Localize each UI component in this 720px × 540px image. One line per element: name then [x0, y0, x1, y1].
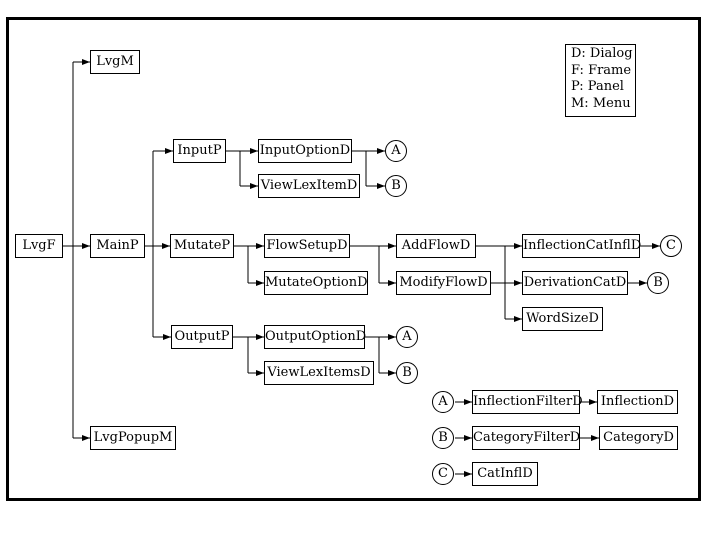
- node-mutateoptiond: MutateOptionD: [264, 271, 368, 295]
- legend-panel: P: Panel: [571, 79, 624, 94]
- connector-b: B: [647, 272, 669, 294]
- node-outputoptiond: OutputOptionD: [264, 325, 366, 349]
- legend-menu: M: Menu: [571, 95, 631, 111]
- node-flowsetupd: FlowSetupD: [264, 234, 350, 258]
- diagram-frame: [6, 17, 701, 501]
- node-inputp: InputP: [173, 139, 226, 163]
- node-modifyflowd: ModifyFlowD: [396, 271, 491, 295]
- connector-a-key: A: [432, 391, 454, 413]
- node-inflectiond: InflectionD: [597, 390, 678, 414]
- node-mutatep: MutateP: [170, 234, 234, 258]
- node-derivationcatd: DerivationCatD: [522, 271, 628, 295]
- connector-a: A: [396, 326, 418, 348]
- node-lvgm: LvgM: [90, 50, 140, 74]
- node-mainp: MainP: [90, 234, 145, 258]
- node-wordsized: WordSizeD: [522, 307, 603, 331]
- legend: D: Dialog F: Frame P: Panel M: Menu: [565, 44, 636, 117]
- node-lvgf: LvgF: [15, 234, 63, 258]
- node-lvgpopupm: LvgPopupM: [90, 426, 176, 450]
- node-inputoptiond: InputOptionD: [258, 139, 352, 163]
- connector-b: B: [396, 362, 418, 384]
- node-viewlexitemd: ViewLexItemD: [258, 174, 360, 198]
- node-inflectioncatinfld: InflectionCatInflD: [522, 234, 641, 258]
- node-categoryfilterd: CategoryFilterD: [472, 426, 580, 450]
- node-outputp: OutputP: [171, 325, 233, 349]
- node-categoryd: CategoryD: [599, 426, 678, 450]
- node-viewlexitemsd: ViewLexItemsD: [264, 361, 374, 385]
- connector-a: A: [385, 140, 407, 162]
- connector-b: B: [385, 175, 407, 197]
- legend-dialog: D: Dialog: [571, 46, 633, 61]
- node-addflowd: AddFlowD: [396, 234, 476, 258]
- connector-b-key: B: [432, 427, 454, 449]
- connector-c: C: [660, 235, 682, 257]
- node-catinfld: CatInflD: [472, 462, 538, 486]
- node-inflectionfilterd: InflectionFilterD: [472, 390, 583, 414]
- connector-c-key: C: [432, 463, 454, 485]
- legend-frame: F: Frame: [571, 62, 632, 78]
